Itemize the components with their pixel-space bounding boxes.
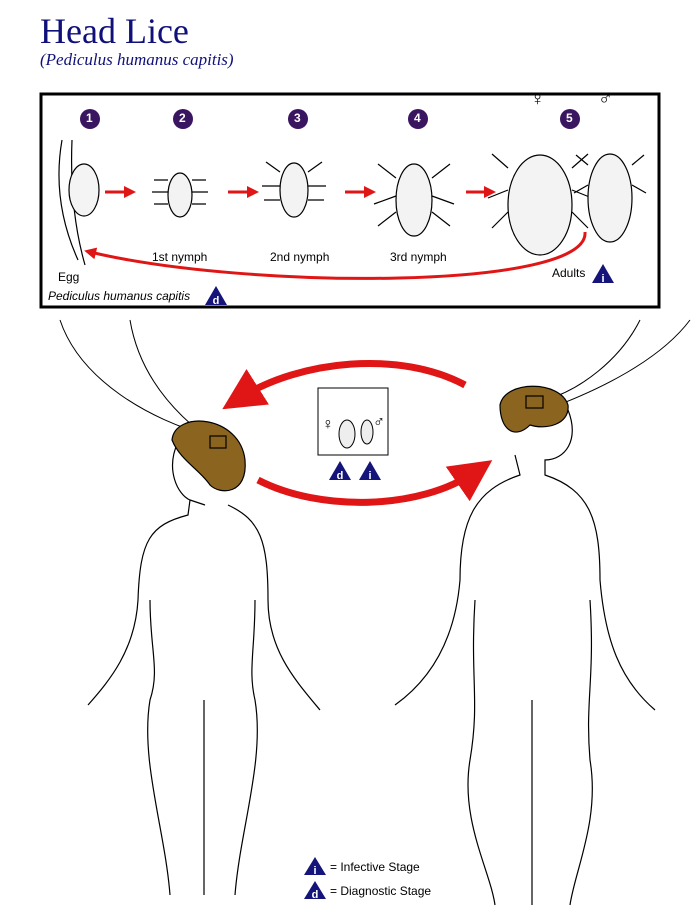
legend-diagnostic-label: = Diagnostic Stage xyxy=(330,884,432,898)
stage-markers xyxy=(205,264,614,899)
adult-female-icon xyxy=(507,154,573,256)
stage-circles xyxy=(80,109,580,417)
stage-3-number: 3 xyxy=(294,111,301,125)
stage-4-number: 4 xyxy=(414,111,421,125)
page-subtitle: (Pediculus humanus capitis) xyxy=(40,50,234,69)
female-symbol: ♀ xyxy=(530,88,545,110)
center-female-symbol: ♀ xyxy=(322,416,334,433)
label-adults: Adults xyxy=(552,266,586,280)
label-1st-nymph: 1st nymph xyxy=(152,250,208,264)
legend-infective-label: = Infective Stage xyxy=(330,860,420,874)
stage-2-number: 2 xyxy=(179,111,186,125)
diagnostic-triangle-center xyxy=(329,461,351,480)
label-2nd-nymph: 2nd nymph xyxy=(270,250,330,264)
page-title: Head Lice xyxy=(40,11,189,51)
svg-text:d: d xyxy=(213,295,220,307)
female-human-figure xyxy=(87,420,321,896)
label-3rd-nymph: 3rd nymph xyxy=(390,250,447,264)
life-cycle-box xyxy=(39,92,661,309)
adult-male-icon xyxy=(587,153,633,243)
male-human-figure xyxy=(394,385,656,906)
infective-triangle-center xyxy=(359,461,381,480)
lice-illustrations xyxy=(152,153,647,256)
stage-1-number: 1 xyxy=(86,111,93,125)
male-hair xyxy=(499,385,569,433)
svg-text:i: i xyxy=(313,865,316,877)
egg-illustration xyxy=(58,139,100,266)
nymph-3-icon xyxy=(395,163,433,237)
female-hair xyxy=(171,420,246,492)
stage-5-number: 5 xyxy=(566,111,573,125)
svg-text:d: d xyxy=(337,470,344,482)
svg-text:i: i xyxy=(368,470,371,482)
stage-3-circle xyxy=(288,109,308,129)
stage-5-circle xyxy=(560,109,580,129)
return-arrow xyxy=(84,231,587,280)
svg-text:i: i xyxy=(601,273,604,285)
stage-1-circle xyxy=(80,109,100,129)
stage-2-circle xyxy=(173,109,193,129)
diagnostic-triangle-species xyxy=(205,286,227,305)
species-label: Pediculus humanus capitis xyxy=(48,289,191,303)
infective-triangle-adults xyxy=(592,264,614,283)
nymph-1-icon xyxy=(167,172,193,218)
stage-4-circle xyxy=(408,109,428,129)
center-male-symbol: ♂ xyxy=(373,414,385,431)
transmission-arrow-top xyxy=(222,359,467,410)
nymph-2-icon xyxy=(279,162,309,218)
svg-text:d: d xyxy=(312,889,319,901)
center-stage-number: 5 xyxy=(349,399,356,413)
legend-infective-triangle xyxy=(304,857,326,875)
label-egg: Egg xyxy=(58,270,80,284)
transmission-arrow-bottom xyxy=(256,460,493,506)
male-symbol: ♂ xyxy=(598,88,613,110)
legend-diagnostic-triangle xyxy=(304,881,326,899)
